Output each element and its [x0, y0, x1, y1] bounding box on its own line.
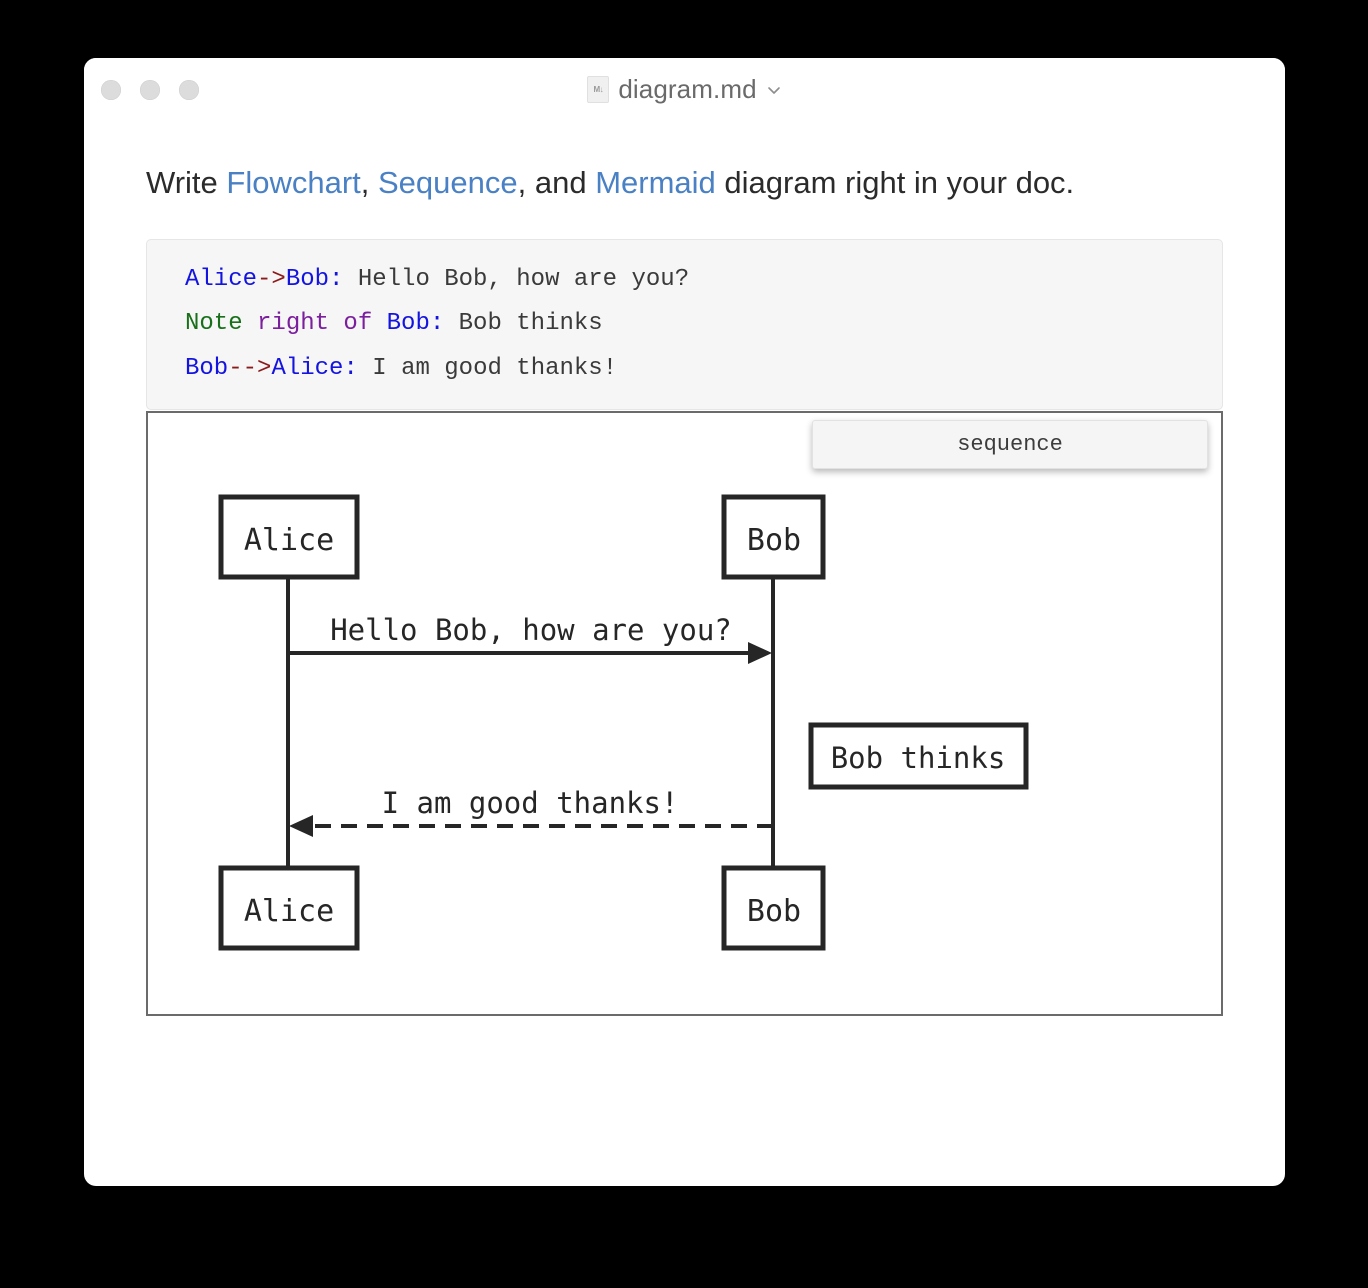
heading-link-mermaid[interactable]: Mermaid: [595, 165, 716, 200]
page-title: Write Flowchart, Sequence, and Mermaid d…: [146, 164, 1223, 203]
note-bob-thinks: Bob thinks: [808, 722, 1029, 790]
code-token-actor: Bob:: [386, 310, 445, 338]
heading-part-6: diagram right in your doc.: [715, 165, 1075, 200]
title-bar: M↓ diagram.md: [84, 58, 1285, 122]
heading-part-4: , and: [517, 165, 596, 200]
traffic-light-group: [101, 80, 199, 100]
window-title: diagram.md: [618, 74, 757, 104]
heading-part-0: Write: [146, 165, 227, 200]
code-token-actor: Bob:: [285, 265, 344, 293]
note-label: Bob thinks: [831, 741, 1006, 775]
app-window: M↓ diagram.md Write Flowchart, Sequence,…: [84, 58, 1285, 1186]
message-label: Hello Bob, how are you?: [330, 613, 732, 647]
code-token-text: Hello Bob, how are you?: [343, 265, 690, 293]
code-token-modifier: right of: [242, 310, 387, 338]
code-token-arrow: -->: [228, 354, 272, 382]
participant-box-bob-top: Bob: [721, 494, 826, 580]
participant-label: Bob: [747, 894, 801, 929]
sequence-diagram-svg: Alice Bob Hello Bob, how are you? Bob th…: [218, 494, 1029, 951]
participant-box-alice-bottom: Alice: [218, 865, 360, 951]
zoom-button[interactable]: [179, 80, 199, 100]
window-title-group[interactable]: M↓ diagram.md: [84, 74, 1285, 105]
message-label: I am good thanks!: [382, 786, 679, 820]
message-alice-to-bob: Hello Bob, how are you?: [288, 613, 772, 664]
diagram-preview-container[interactable]: sequence Alice Bob Hello Bob, how are yo…: [146, 410, 1223, 1016]
message-bob-to-alice: I am good thanks!: [289, 786, 773, 837]
minimize-button[interactable]: [140, 80, 160, 100]
code-token-actor: Bob: [185, 354, 229, 382]
code-token-actor: Alice:: [271, 354, 358, 382]
participant-box-alice-top: Alice: [218, 494, 360, 580]
heading-part-2: ,: [360, 165, 378, 200]
code-line: Note right of Bob: Bob thinks: [185, 302, 1222, 346]
chevron-down-icon[interactable]: [766, 82, 782, 98]
code-token-arrow: ->: [257, 265, 286, 293]
diagram-type-badge[interactable]: sequence: [812, 419, 1208, 469]
heading-link-sequence[interactable]: Sequence: [378, 165, 518, 200]
heading-link-flowchart[interactable]: Flowchart: [226, 165, 361, 200]
participant-label: Alice: [244, 894, 334, 929]
code-token-text: I am good thanks!: [357, 354, 618, 382]
code-line: Bob-->Alice: I am good thanks!: [185, 347, 1222, 391]
participant-label: Bob: [747, 523, 801, 558]
participant-box-bob-bottom: Bob: [721, 865, 826, 951]
code-token-actor: Alice: [185, 265, 258, 293]
code-line: Alice->Bob: Hello Bob, how are you?: [185, 258, 1222, 302]
markdown-file-icon: M↓: [587, 76, 610, 103]
code-token-text: Bob thinks: [444, 310, 603, 338]
code-token-keyword: Note: [185, 310, 243, 338]
participant-label: Alice: [244, 523, 334, 558]
close-button[interactable]: [101, 80, 121, 100]
document-body: Write Flowchart, Sequence, and Mermaid d…: [84, 164, 1285, 1016]
mermaid-code-block[interactable]: Alice->Bob: Hello Bob, how are you? Note…: [146, 238, 1223, 410]
